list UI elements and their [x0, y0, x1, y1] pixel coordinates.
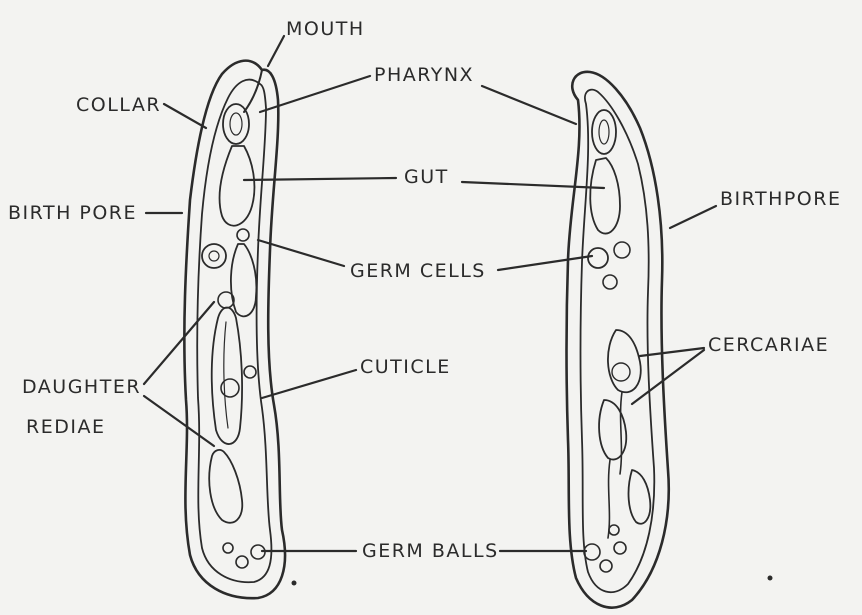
leader-germ-cells-right — [498, 256, 592, 270]
label-pharynx: PHARYNX — [374, 66, 474, 85]
leader-pharynx-right — [482, 86, 576, 124]
left-gut — [220, 146, 255, 226]
label-collar: COLLAR — [76, 96, 161, 115]
ink-dot — [292, 581, 297, 586]
label-daughter-rediae-line1: DAUGHTER — [22, 378, 141, 397]
leader-collar — [164, 104, 206, 128]
right-redia — [567, 72, 669, 608]
right-cercaria — [608, 330, 641, 392]
leader-mouth — [268, 36, 284, 66]
right-gut — [590, 158, 620, 234]
right-inner-wall — [581, 90, 655, 593]
label-mouth: MOUTH — [286, 20, 365, 39]
label-daughter-rediae-line2: REDIAE — [26, 418, 105, 437]
label-gut: GUT — [404, 168, 449, 187]
left-germ-cell — [202, 244, 226, 268]
left-inner-wall — [197, 80, 271, 583]
ink-dot — [768, 576, 773, 581]
label-cuticle: CUTICLE — [360, 358, 451, 377]
left-redia — [184, 61, 285, 599]
label-birthpore-right: BIRTHPORE — [720, 190, 841, 209]
leader-gut-right — [462, 182, 604, 188]
left-pharynx — [223, 104, 249, 144]
leader-cercariae-a — [640, 348, 704, 356]
label-birth-pore-left: BIRTH PORE — [8, 204, 137, 223]
leader-cercariae-b — [632, 350, 704, 404]
right-pharynx — [592, 110, 616, 154]
label-germ-balls: GERM BALLS — [362, 542, 499, 561]
leader-daughter-rediae-b — [144, 396, 214, 446]
right-germ-cell — [588, 248, 608, 268]
leader-cuticle — [262, 370, 356, 398]
leader-gut-left — [244, 178, 396, 180]
leader-daughter-rediae-a — [144, 302, 214, 384]
label-germ-cells: GERM CELLS — [350, 262, 486, 281]
leader-birthpore-right — [670, 206, 716, 228]
label-cercariae: CERCARIAE — [708, 336, 829, 355]
